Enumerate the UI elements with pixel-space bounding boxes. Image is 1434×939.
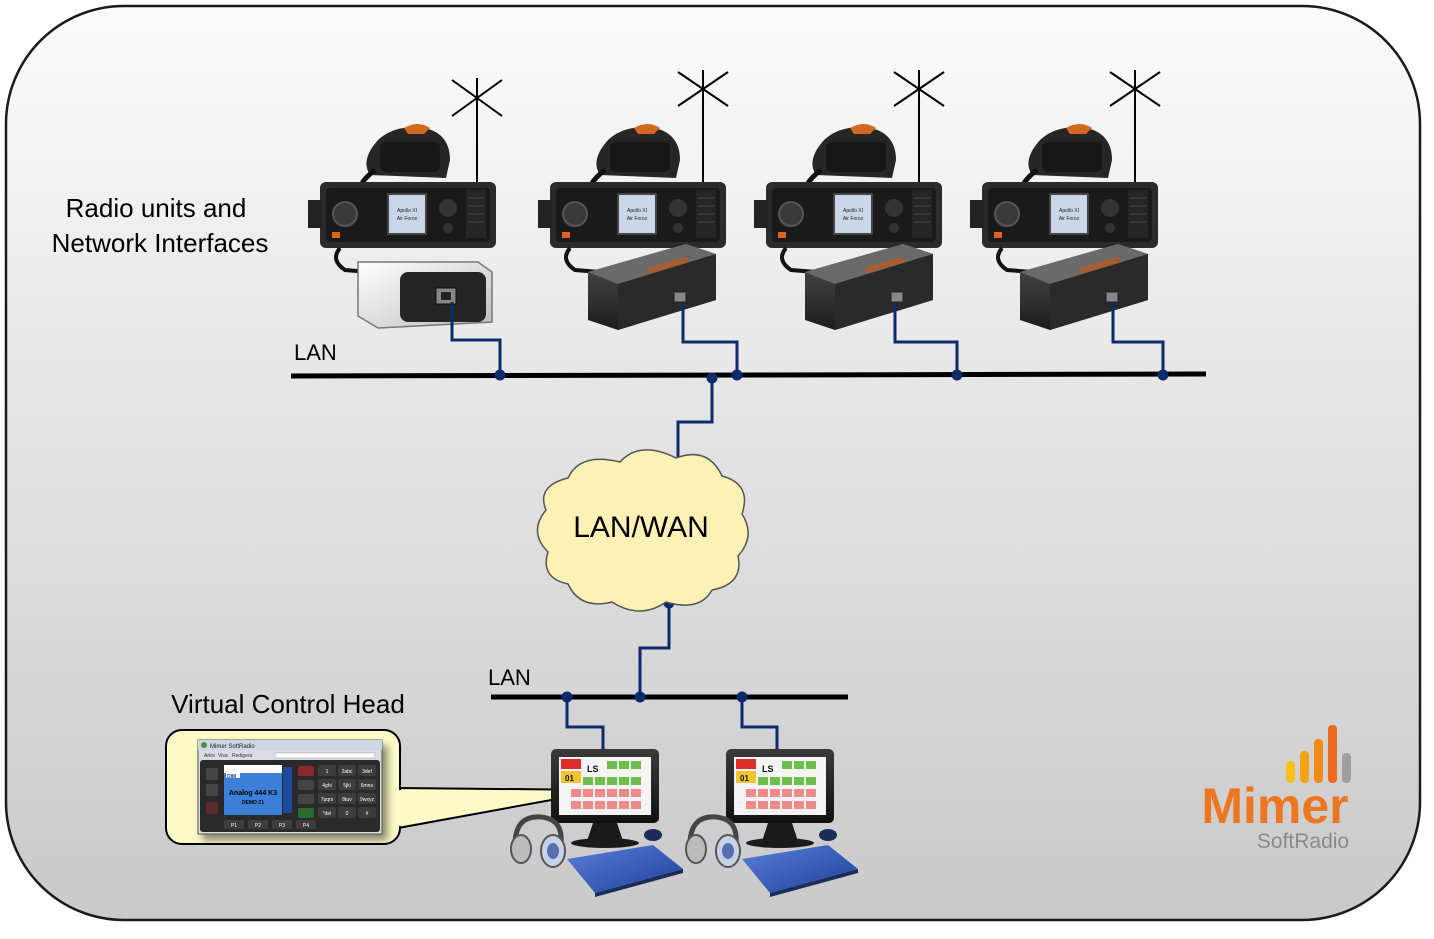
keypad-key <box>358 779 376 790</box>
lan-bottom-label: LAN <box>488 665 531 690</box>
lan-wan-cloud: LAN/WAN <box>536 449 749 612</box>
softradio-side-key <box>298 794 314 804</box>
softradio-menu-item: Arkiv <box>204 753 216 759</box>
keypad-key-label: 2abc <box>342 769 353 775</box>
radio-screen-line1: Apollo XI <box>627 208 647 214</box>
softradio-display-line1: Analog 444 K3 <box>229 790 277 797</box>
keypad-key-label: 4ghi <box>322 783 331 789</box>
logo-bar <box>1342 753 1351 783</box>
radio-screen-line1: Apollo XI <box>1059 208 1079 214</box>
keypad-key-label: 6mno <box>361 783 374 789</box>
keypad-key <box>338 765 356 776</box>
softradio-window-title: Mimer SoftRadio <box>210 744 255 750</box>
radio-screen-line1: Apollo XI <box>397 208 417 214</box>
radio-screen-line2: Air Force <box>843 216 864 222</box>
keypad-key-label: *del <box>323 811 332 817</box>
function-key <box>272 820 292 829</box>
radio-units-label-line1: Radio units and <box>66 193 247 223</box>
mimer-softradio-logo: Mimer SoftRadio <box>1201 725 1351 853</box>
radio-screen-line2: Air Force <box>1059 216 1080 222</box>
lan-bus-top <box>290 371 1207 379</box>
function-key <box>224 820 244 829</box>
workstation-channel: 01 <box>740 774 749 783</box>
operator-workstation: 01 LS <box>511 749 683 897</box>
keypad-key-label: # <box>366 811 369 817</box>
keypad-key <box>338 779 356 790</box>
logo-signal-bars <box>1286 725 1351 783</box>
keypad-key <box>318 779 336 790</box>
keypad-key <box>358 765 376 776</box>
keypad-key-label: 8tuv <box>342 797 352 803</box>
keypad-key <box>338 807 356 818</box>
logo-bar <box>1314 739 1323 783</box>
function-key <box>248 820 268 829</box>
logo-bar <box>1300 751 1309 783</box>
keypad-key-label: 1 <box>326 769 329 775</box>
keypad-key <box>318 765 336 776</box>
keypad-key-label: 5jkl <box>343 783 351 789</box>
softradio-mode: DIM <box>227 774 236 780</box>
antenna-icon <box>451 78 503 190</box>
function-key-label: P3 <box>279 823 285 829</box>
radio-units-label-line2: Network Interfaces <box>52 228 269 258</box>
radio-unit: Apollo XI Air Force <box>538 124 726 272</box>
logo-bar <box>1286 761 1295 783</box>
keypad-key <box>338 793 356 804</box>
network-interface-box <box>357 261 493 329</box>
softradio-keypad: 1 2abc 3def 4ghi 5jkl 6mno 7pqrs 8tuv 9wxyz *del 0… <box>224 765 376 829</box>
softradio-menu-item: Redigera <box>232 753 253 759</box>
function-key-label: P2 <box>255 823 261 829</box>
softradio-side-key <box>298 808 314 818</box>
antenna-icon <box>893 70 945 190</box>
softradio-side-key <box>298 766 314 776</box>
softradio-window: Mimer SoftRadio Arkiv Visa Redigera DIM … <box>197 739 383 835</box>
workstation-channel: 01 <box>565 774 574 783</box>
radio-unit: Apollo XI Air Force <box>970 124 1158 272</box>
function-key-label: P4 <box>303 823 309 829</box>
keypad-key <box>318 793 336 804</box>
radio-screen-line2: Air Force <box>397 216 418 222</box>
antenna-icon <box>1109 70 1161 190</box>
softradio-display-line2: DEMO Z1 <box>242 800 264 806</box>
radio-unit: Apollo XI Air Force <box>754 124 942 272</box>
keypad-key-label: 9wxyz <box>360 797 374 803</box>
function-key <box>296 820 316 829</box>
function-key-label: P1 <box>231 823 237 829</box>
lan-wan-label: LAN/WAN <box>573 511 709 544</box>
radio-screen-line2: Air Force <box>627 216 648 222</box>
workstation-status: LS <box>762 764 774 774</box>
radio-screen-line1: Apollo XI <box>843 208 863 214</box>
logo-bar <box>1328 725 1337 783</box>
connection-wires <box>450 302 1165 754</box>
keypad-key-label: 0 <box>346 811 349 817</box>
softradio-side-key <box>298 780 314 790</box>
logo-product: SoftRadio <box>1257 830 1349 853</box>
keypad-key-label: 3def <box>362 769 372 775</box>
logo-brand: Mimer <box>1201 778 1348 834</box>
antenna-icon <box>677 70 729 190</box>
lan-top-label: LAN <box>294 340 337 365</box>
keypad-key-label: 7pqrs <box>321 797 334 803</box>
antenna-icons <box>451 70 1161 190</box>
softradio-menu-item: Visa <box>218 753 228 759</box>
radio-unit: Apollo XI Air Force <box>308 124 496 272</box>
keypad-key <box>358 793 376 804</box>
keypad-key <box>358 807 376 818</box>
operator-workstation: 01 LS <box>686 749 858 897</box>
virtual-control-head-label: Virtual Control Head <box>171 689 405 719</box>
workstation-status: LS <box>587 764 599 774</box>
keypad-key <box>318 807 336 818</box>
